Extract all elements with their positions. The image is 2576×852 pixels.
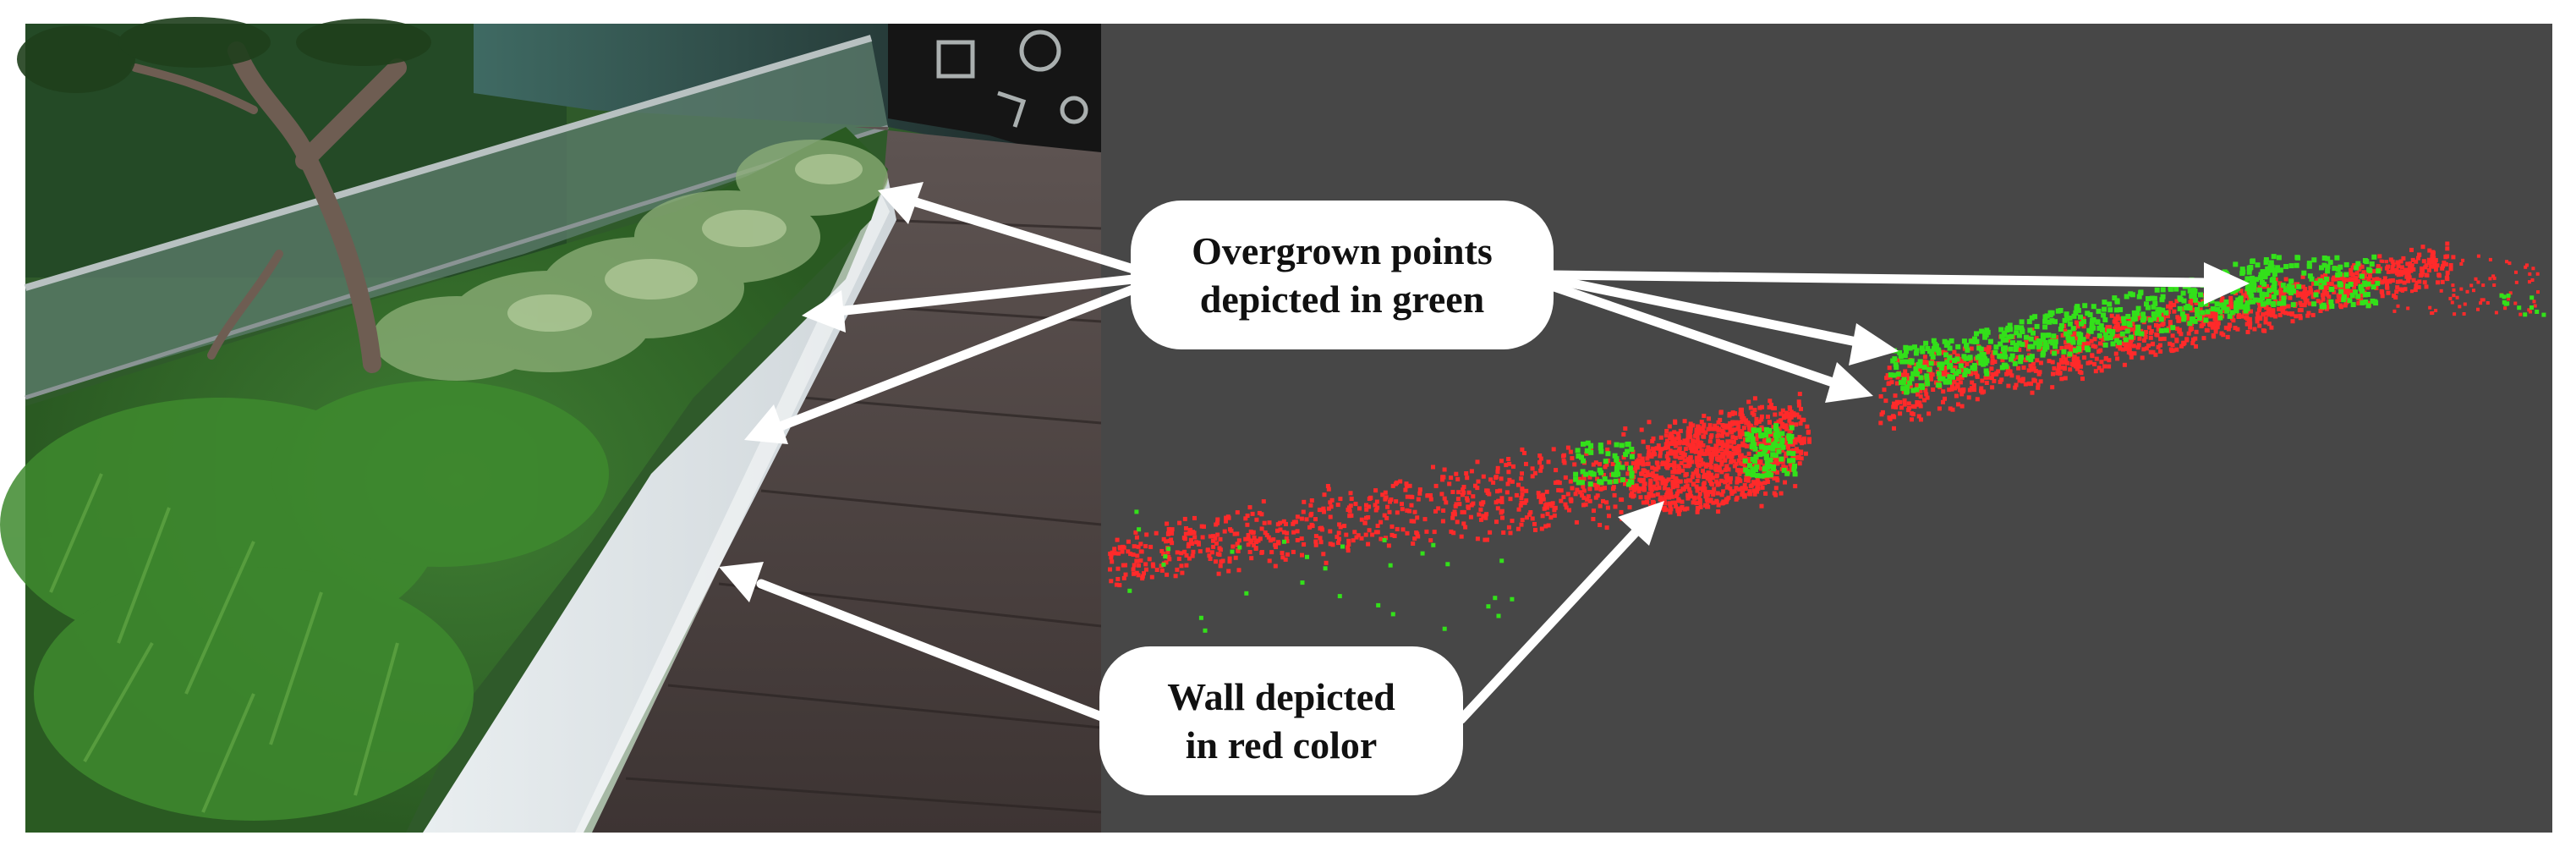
callout-wall-line2: in red color xyxy=(1185,723,1378,767)
arrow-overgrown-to-photo-top xyxy=(878,182,1138,274)
arrow-overgrown-to-photo-mid xyxy=(802,274,1138,333)
arrow-overgrown-to-cloud-lower xyxy=(1547,281,1873,403)
callout-overgrown-line1: Overgrown points xyxy=(1192,228,1493,272)
wall-points-red xyxy=(1108,241,2540,588)
photo-panel xyxy=(0,17,1102,833)
callout-wall-red: Wall depicted in red color xyxy=(1099,646,1463,795)
arrow-wall-to-photo xyxy=(719,562,1109,723)
callout-overgrown-points: Overgrown points depicted in green xyxy=(1131,201,1554,349)
callout-overgrown-line2: depicted in green xyxy=(1199,278,1485,321)
arrow-overgrown-to-photo-low xyxy=(744,283,1143,444)
overgrown-points-green xyxy=(1127,254,2546,633)
callout-wall-line1: Wall depicted xyxy=(1167,674,1395,718)
arrow-overgrown-to-cloud-far xyxy=(1547,262,2250,305)
arrow-wall-to-cloud xyxy=(1456,501,1664,724)
arrow-overgrown-to-cloud-upper xyxy=(1547,274,1899,366)
